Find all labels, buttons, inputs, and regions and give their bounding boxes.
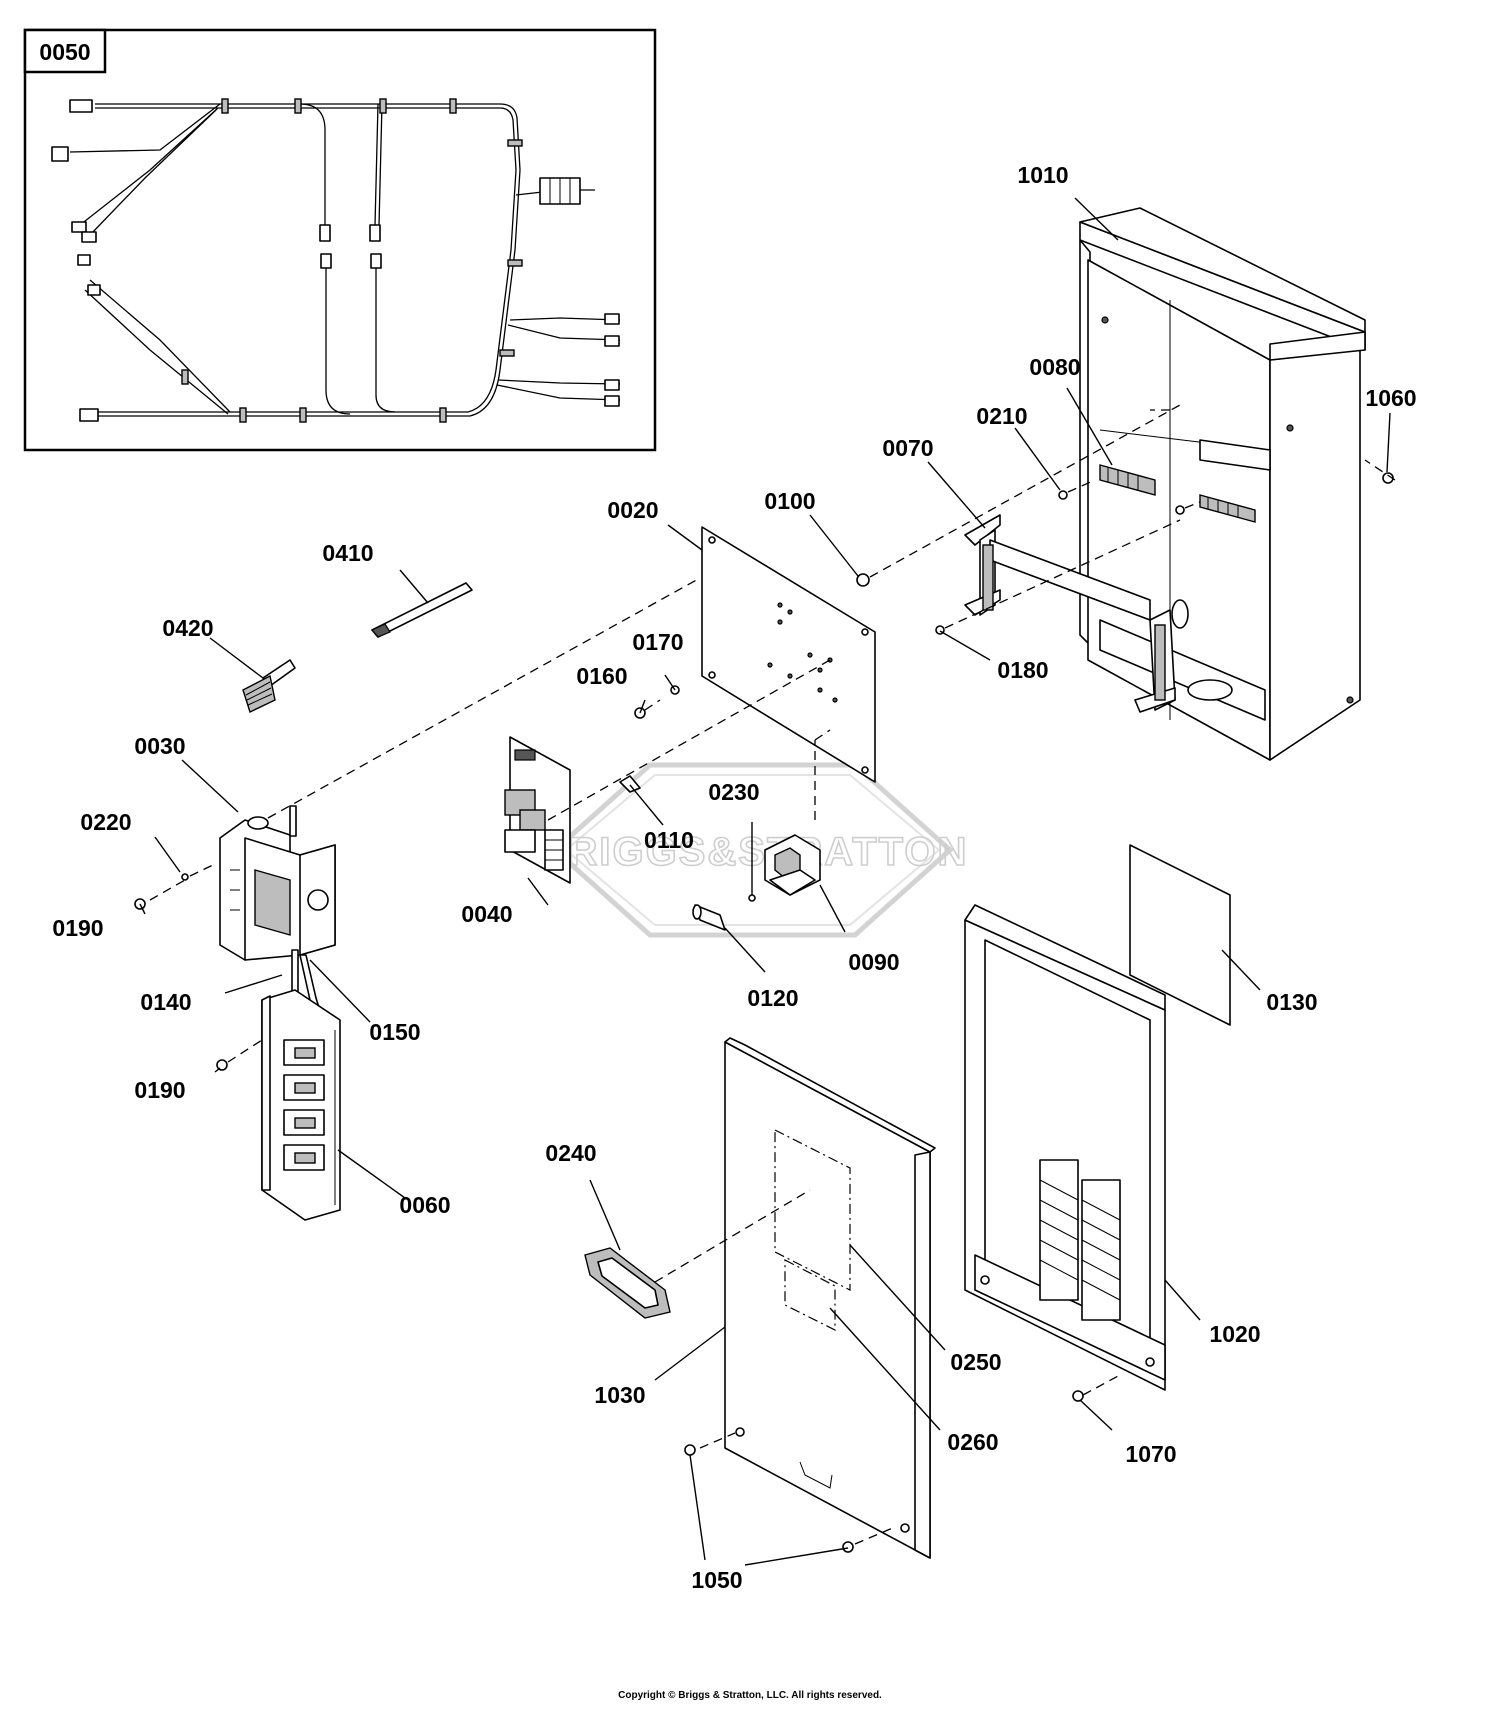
leader-lines — [139, 197, 1391, 1566]
callout-0410: 0410 — [322, 540, 373, 566]
callout-0080: 0080 — [1029, 354, 1080, 380]
neutral-ground-rails-0070 — [964, 514, 1176, 713]
callout-0240: 0240 — [545, 1140, 596, 1166]
breaker-panel-0060 — [261, 989, 341, 1221]
watermark-text: BRIGGS&STRATTON — [538, 830, 969, 874]
callout-1030: 1030 — [594, 1382, 645, 1408]
callout-0150: 0150 — [369, 1019, 420, 1045]
callout-0030: 0030 — [134, 733, 185, 759]
door-1020 — [964, 904, 1166, 1391]
callout-labels: 1010 0080 1060 0210 0070 0020 0100 0410 … — [52, 162, 1416, 1593]
grommet-0240 — [584, 1247, 671, 1319]
door-1020-breaker-slots — [1039, 1159, 1121, 1321]
fastener-1050-right — [842, 1541, 854, 1553]
callout-0220: 0220 — [80, 809, 131, 835]
standoff-0110 — [619, 775, 641, 793]
nut-0100 — [856, 573, 870, 587]
callout-0070: 0070 — [882, 435, 933, 461]
screw-0210 — [1058, 490, 1068, 500]
inset-label: 0050 — [39, 39, 90, 65]
screw-0080b — [1175, 505, 1185, 515]
fuse-holder-0090 — [764, 834, 821, 896]
callout-1070: 1070 — [1125, 1441, 1176, 1467]
callout-1010: 1010 — [1017, 162, 1068, 188]
callout-0190-top: 0190 — [52, 915, 103, 941]
callout-0110: 0110 — [644, 827, 694, 853]
assembly-lines — [149, 404, 1396, 1545]
transfer-switch-0030 — [219, 805, 336, 961]
callout-0140: 0140 — [140, 989, 191, 1015]
callout-0260: 0260 — [947, 1429, 998, 1455]
callout-1050: 1050 — [691, 1567, 742, 1593]
callout-0170: 0170 — [632, 629, 683, 655]
callout-0100: 0100 — [764, 488, 815, 514]
callout-0040: 0040 — [461, 901, 512, 927]
callout-0420: 0420 — [162, 615, 213, 641]
clamp-0420 — [242, 659, 296, 713]
callout-0130: 0130 — [1266, 989, 1317, 1015]
callout-0160: 0160 — [576, 663, 627, 689]
label-sheet-0130 — [1129, 844, 1231, 1026]
screw-1070 — [1072, 1390, 1084, 1402]
callout-0210: 0210 — [976, 403, 1027, 429]
callout-0190-bottom: 0190 — [134, 1077, 185, 1103]
callout-0180: 0180 — [997, 657, 1048, 683]
back-plate-0020 — [701, 526, 876, 783]
callout-0020: 0020 — [607, 497, 658, 523]
control-board-0040 — [504, 736, 571, 884]
terminal-blocks-0080 — [1099, 464, 1256, 523]
fuse-0120 — [692, 904, 726, 931]
screw-0190-bottom — [216, 1059, 228, 1071]
callout-0120: 0120 — [747, 985, 798, 1011]
callout-1060: 1060 — [1365, 385, 1416, 411]
copyright-notice: Copyright © Briggs & Stratton, LLC. All … — [618, 1690, 882, 1701]
callout-0250: 0250 — [950, 1349, 1001, 1375]
screw-0230 — [748, 894, 756, 902]
callout-0230: 0230 — [708, 779, 759, 805]
callout-1020: 1020 — [1209, 1321, 1260, 1347]
dead-front-cover-1030 — [724, 1037, 936, 1559]
washer-0220 — [181, 873, 189, 881]
inset-wire-harness: 0050 — [23, 28, 657, 452]
callout-0090: 0090 — [848, 949, 899, 975]
fastener-1050-left — [684, 1444, 696, 1456]
strap-0410 — [371, 582, 473, 638]
callout-0060: 0060 — [399, 1192, 450, 1218]
